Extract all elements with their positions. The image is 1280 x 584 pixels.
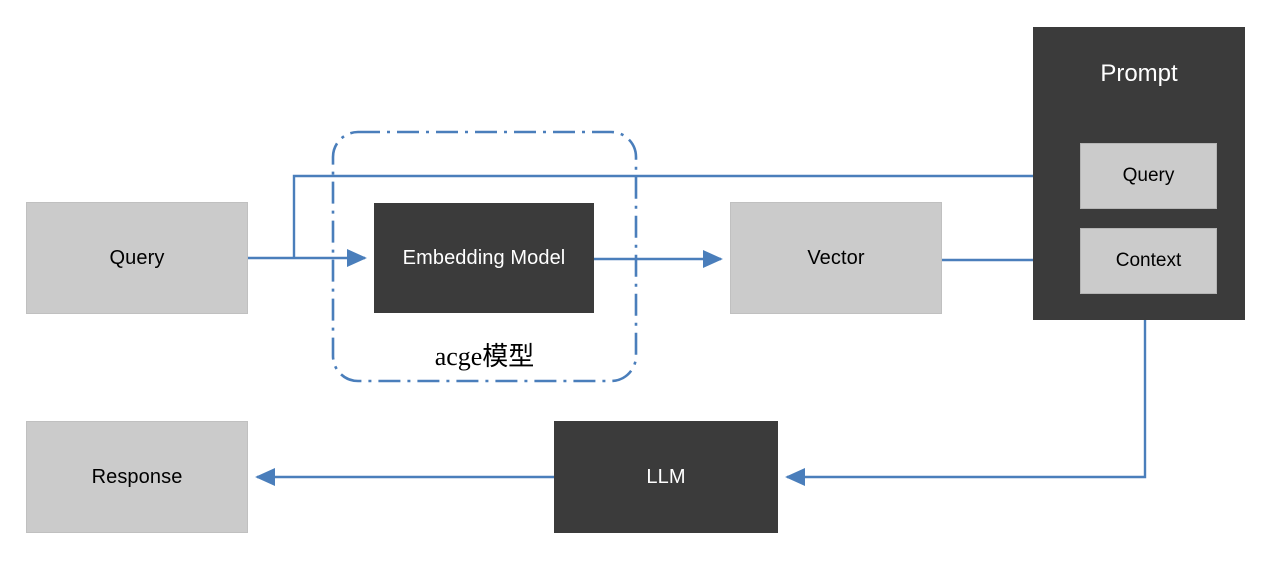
node-vector-label: Vector <box>807 247 865 269</box>
edge-prompt-to-llm <box>785 320 1147 487</box>
node-response[interactable]: Response <box>26 421 248 533</box>
edge-query-to-prompt-query <box>292 166 1072 258</box>
node-llm[interactable]: LLM <box>554 421 778 533</box>
group-acge-box <box>331 130 638 383</box>
node-embedding-model[interactable]: Embedding Model <box>374 203 594 313</box>
node-prompt-context[interactable]: Context <box>1080 228 1217 294</box>
node-query-input[interactable]: Query <box>26 202 248 314</box>
node-vector[interactable]: Vector <box>730 202 942 314</box>
node-llm-label: LLM <box>646 466 686 488</box>
node-prompt-query[interactable]: Query <box>1080 143 1217 209</box>
node-prompt-label: Prompt <box>1100 60 1178 87</box>
node-prompt[interactable]: Prompt Query Context <box>1033 27 1245 320</box>
node-response-label: Response <box>91 466 183 488</box>
node-query-input-label: Query <box>109 247 165 269</box>
node-embedding-model-label: Embedding Model <box>402 247 566 269</box>
node-prompt-query-label: Query <box>1122 165 1175 186</box>
node-prompt-context-label: Context <box>1115 250 1182 271</box>
group-acge-label: acge模型 <box>434 342 535 371</box>
